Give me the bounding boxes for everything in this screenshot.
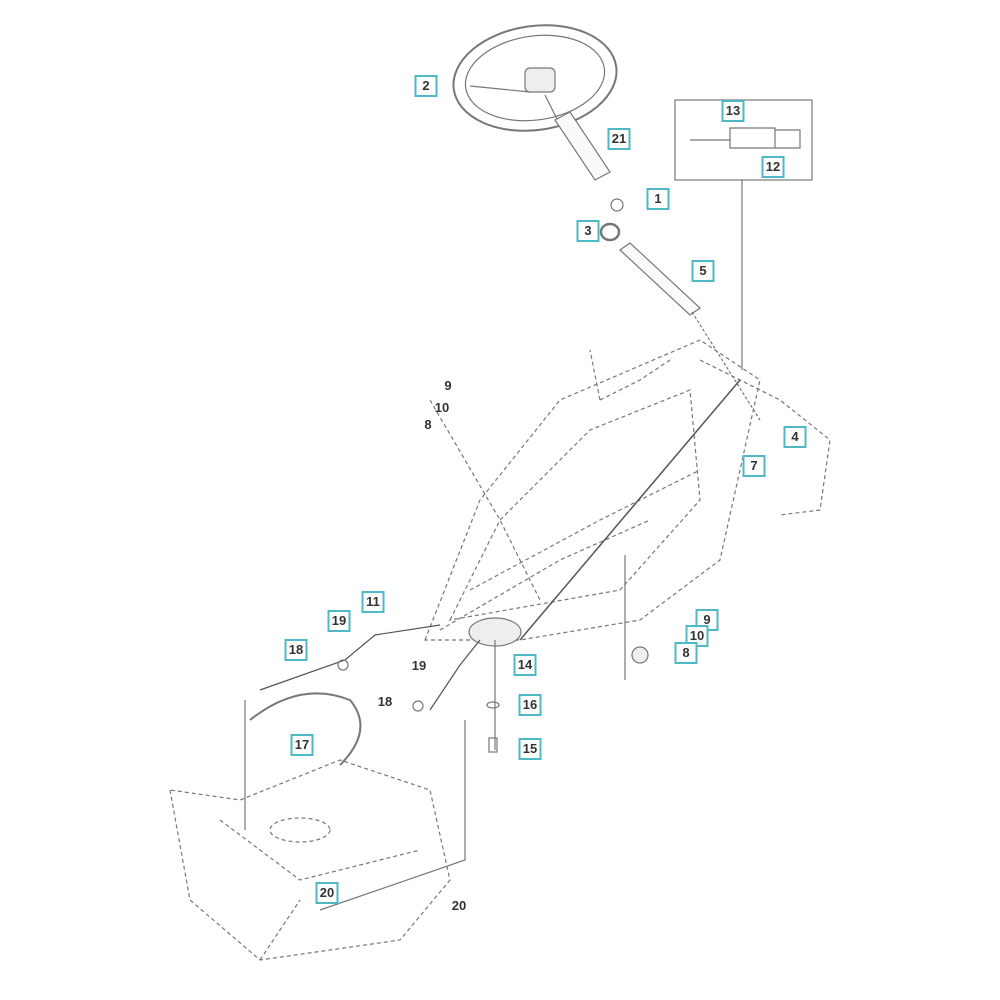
callout-18[interactable]: 18 — [284, 639, 308, 661]
steering-column — [554, 111, 761, 421]
belt — [519, 379, 741, 641]
callout-18-plain[interactable]: 18 — [377, 694, 393, 709]
callout-19-plain[interactable]: 19 — [411, 658, 427, 673]
callout-13[interactable]: 13 — [721, 100, 745, 122]
callout-8[interactable]: 8 — [674, 642, 698, 664]
callout-4[interactable]: 4 — [783, 426, 807, 448]
lower-frame — [169, 759, 451, 961]
callout-11[interactable]: 11 — [361, 591, 385, 613]
callout-8-upper[interactable]: 8 — [424, 417, 432, 432]
callout-21[interactable]: 21 — [607, 128, 631, 150]
callout-3[interactable]: 3 — [576, 220, 600, 242]
callout-2[interactable]: 2 — [414, 75, 438, 97]
callout-10-upper[interactable]: 10 — [434, 400, 450, 415]
callout-20[interactable]: 20 — [315, 882, 339, 904]
callout-12[interactable]: 12 — [761, 156, 785, 178]
callout-1[interactable]: 1 — [646, 188, 670, 210]
callout-7[interactable]: 7 — [742, 455, 766, 477]
callout-16[interactable]: 16 — [518, 694, 542, 716]
callout-15[interactable]: 15 — [518, 738, 542, 760]
callout-9-upper[interactable]: 9 — [444, 378, 452, 393]
callout-5[interactable]: 5 — [691, 260, 715, 282]
callout-14[interactable]: 14 — [513, 654, 537, 676]
callout-20-plain[interactable]: 20 — [451, 898, 467, 913]
callout-19[interactable]: 19 — [327, 610, 351, 632]
callout-17[interactable]: 17 — [290, 734, 314, 756]
steering-wheel — [452, 24, 618, 132]
frame — [424, 339, 831, 641]
